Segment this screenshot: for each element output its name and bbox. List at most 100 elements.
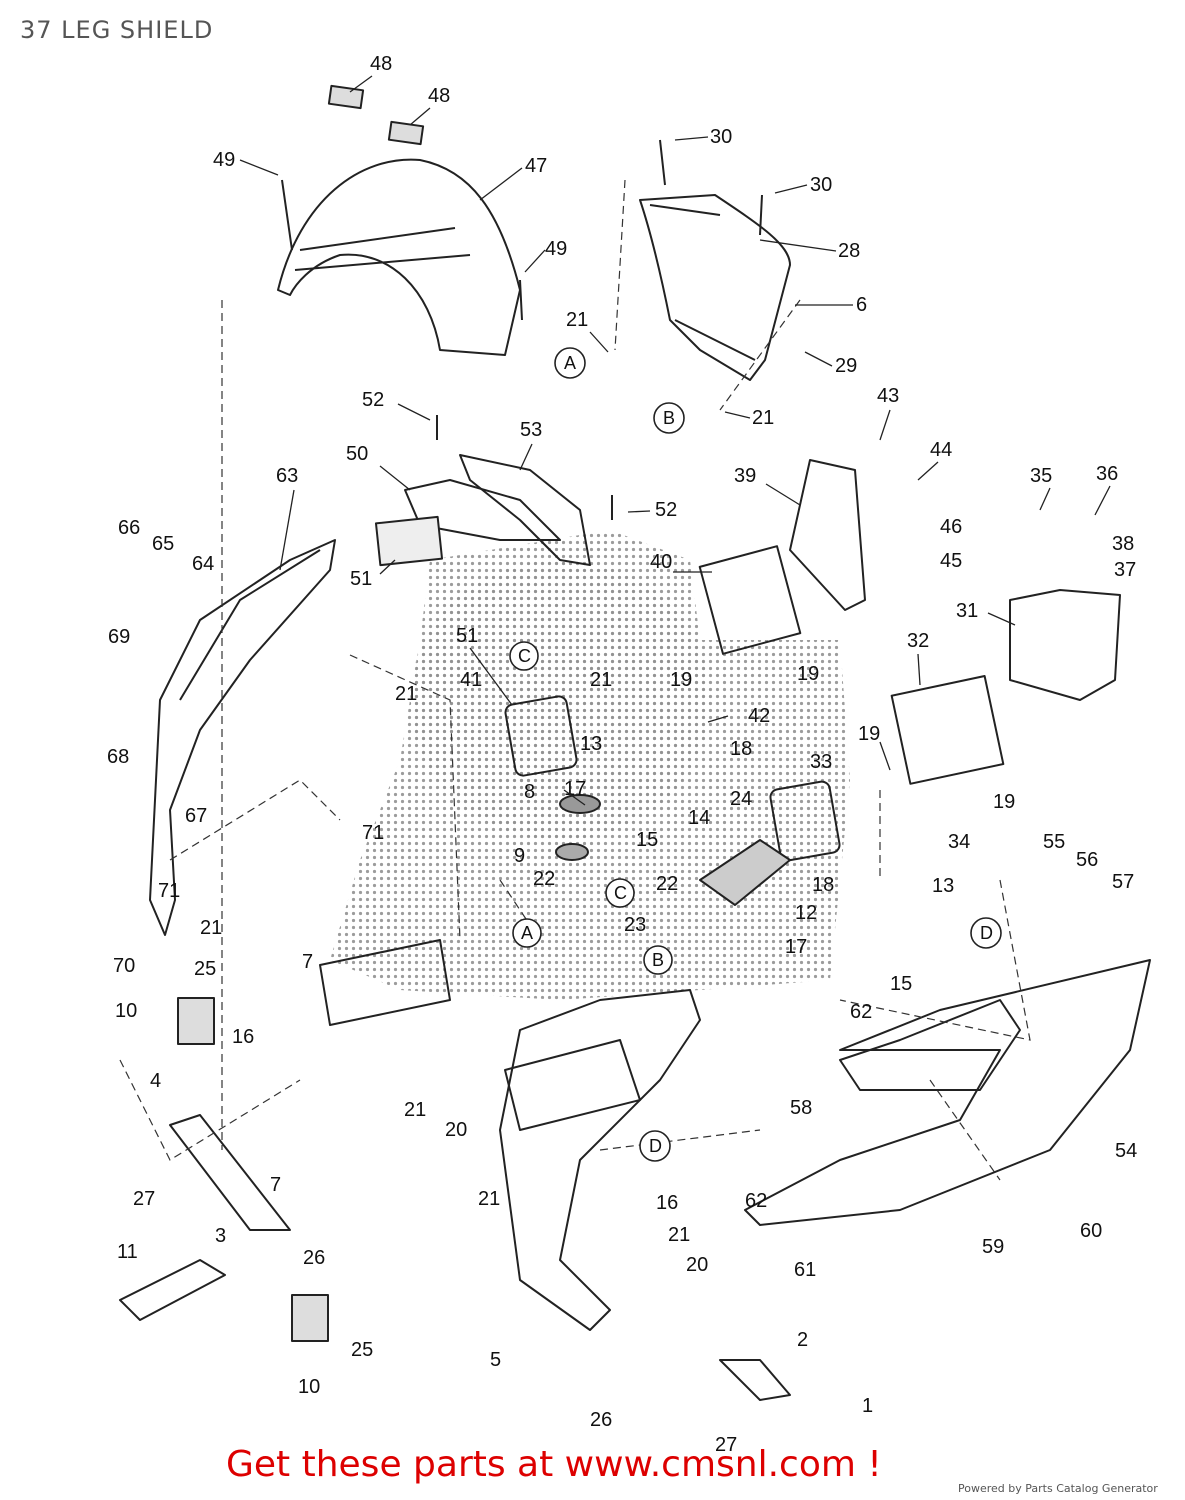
callout: 52 [655, 499, 677, 521]
callout: 64 [192, 553, 214, 575]
callout: 68 [107, 746, 129, 768]
callout: 32 [907, 630, 929, 652]
callout: 25 [194, 958, 216, 980]
part-54-outline [744, 959, 1151, 1226]
callout: 21 [478, 1188, 500, 1210]
callout: 33 [810, 751, 832, 773]
callout: 4 [150, 1070, 161, 1092]
callout: 49 [545, 238, 567, 260]
part-33-outline [769, 780, 841, 862]
callout: 18 [730, 738, 752, 760]
callout: 61 [794, 1259, 816, 1281]
callout: 12 [795, 902, 817, 924]
callout: 60 [1080, 1220, 1102, 1242]
callout: 43 [877, 385, 899, 407]
part-48a [327, 84, 365, 110]
ref-mark: A [564, 353, 576, 373]
part-10a [177, 997, 215, 1045]
ref-mark: C [614, 883, 627, 903]
get-parts-link[interactable]: Get these parts at www.cmsnl.com ! [226, 1444, 882, 1485]
callout: 35 [1030, 465, 1052, 487]
callout: 6 [856, 294, 867, 316]
callout: 56 [1076, 849, 1098, 871]
part-63-outline [149, 539, 336, 936]
callout: 1 [862, 1395, 873, 1417]
part-47-outline [277, 158, 521, 356]
callout: 71 [362, 822, 384, 844]
callout: 13 [932, 875, 954, 897]
callout: 26 [303, 1247, 325, 1269]
callout: 13 [580, 733, 602, 755]
callout: 63 [276, 465, 298, 487]
callout: 52 [362, 389, 384, 411]
callout: 19 [797, 663, 819, 685]
callout: 22 [533, 868, 555, 890]
callout: 38 [1112, 533, 1134, 555]
callout: 48 [370, 53, 392, 75]
callout: 11 [117, 1241, 138, 1263]
callout: 7 [270, 1174, 281, 1196]
callout: 50 [346, 443, 368, 465]
page-title: 37 LEG SHIELD [20, 16, 214, 44]
callout: 41 [460, 669, 482, 691]
part-10b [291, 1294, 329, 1342]
callout: 58 [790, 1097, 812, 1119]
callout: 14 [688, 807, 710, 829]
callout: 36 [1096, 463, 1118, 485]
callout: 23 [624, 914, 646, 936]
callout: 71 [158, 880, 180, 902]
callout: 15 [890, 973, 912, 995]
ref-mark: C [518, 646, 531, 666]
part-32-outline [890, 675, 1005, 785]
part-5-outline [499, 989, 701, 1331]
part-41-outline [504, 695, 578, 777]
callout: 21 [395, 683, 417, 705]
powered-by-text: Powered by Parts Catalog Generator [958, 1482, 1158, 1495]
part-24-outline [699, 839, 791, 906]
callout: 25 [351, 1339, 373, 1361]
callout: 65 [152, 533, 174, 555]
callout: 17 [564, 778, 586, 800]
callout: 67 [185, 805, 207, 827]
callout: 45 [940, 550, 962, 572]
callout: 21 [404, 1099, 426, 1121]
part-51 [374, 515, 444, 567]
callout: 55 [1043, 831, 1065, 853]
part-40-outline [698, 545, 802, 655]
callout: 70 [113, 955, 135, 977]
callout: 57 [1112, 871, 1134, 893]
callout: 26 [590, 1409, 612, 1431]
callout: 18 [812, 874, 834, 896]
callout: 7 [302, 951, 313, 973]
callout: 66 [118, 517, 140, 539]
callout: 31 [956, 600, 978, 622]
callout: 17 [785, 936, 807, 958]
callout: 53 [520, 419, 542, 441]
callout: 20 [686, 1254, 708, 1276]
ref-mark: D [649, 1136, 662, 1156]
callout: 27 [133, 1188, 155, 1210]
callout: 51 [456, 625, 478, 647]
part-3-outline [169, 1114, 291, 1231]
part-28-outline [639, 194, 791, 381]
callout: 34 [948, 831, 970, 853]
reference-mark-letters: A B C C A B D D [518, 353, 993, 1156]
part-11-outline [119, 1259, 226, 1321]
callout: 2 [797, 1329, 808, 1351]
ref-mark: B [663, 408, 675, 428]
callout: 16 [656, 1192, 678, 1214]
callout: 29 [835, 355, 857, 377]
part-31-outline [1009, 589, 1121, 701]
callout: 19 [670, 669, 692, 691]
callout: 27 [715, 1434, 737, 1456]
ref-mark: A [521, 923, 533, 943]
callout: 47 [525, 155, 547, 177]
callout: 49 [213, 149, 235, 171]
callout: 3 [215, 1225, 226, 1247]
callout: 48 [428, 85, 450, 107]
dotted-background [330, 530, 850, 1000]
callout: 10 [298, 1376, 320, 1398]
callout: 21 [590, 669, 612, 691]
callout: 62 [745, 1190, 767, 1212]
